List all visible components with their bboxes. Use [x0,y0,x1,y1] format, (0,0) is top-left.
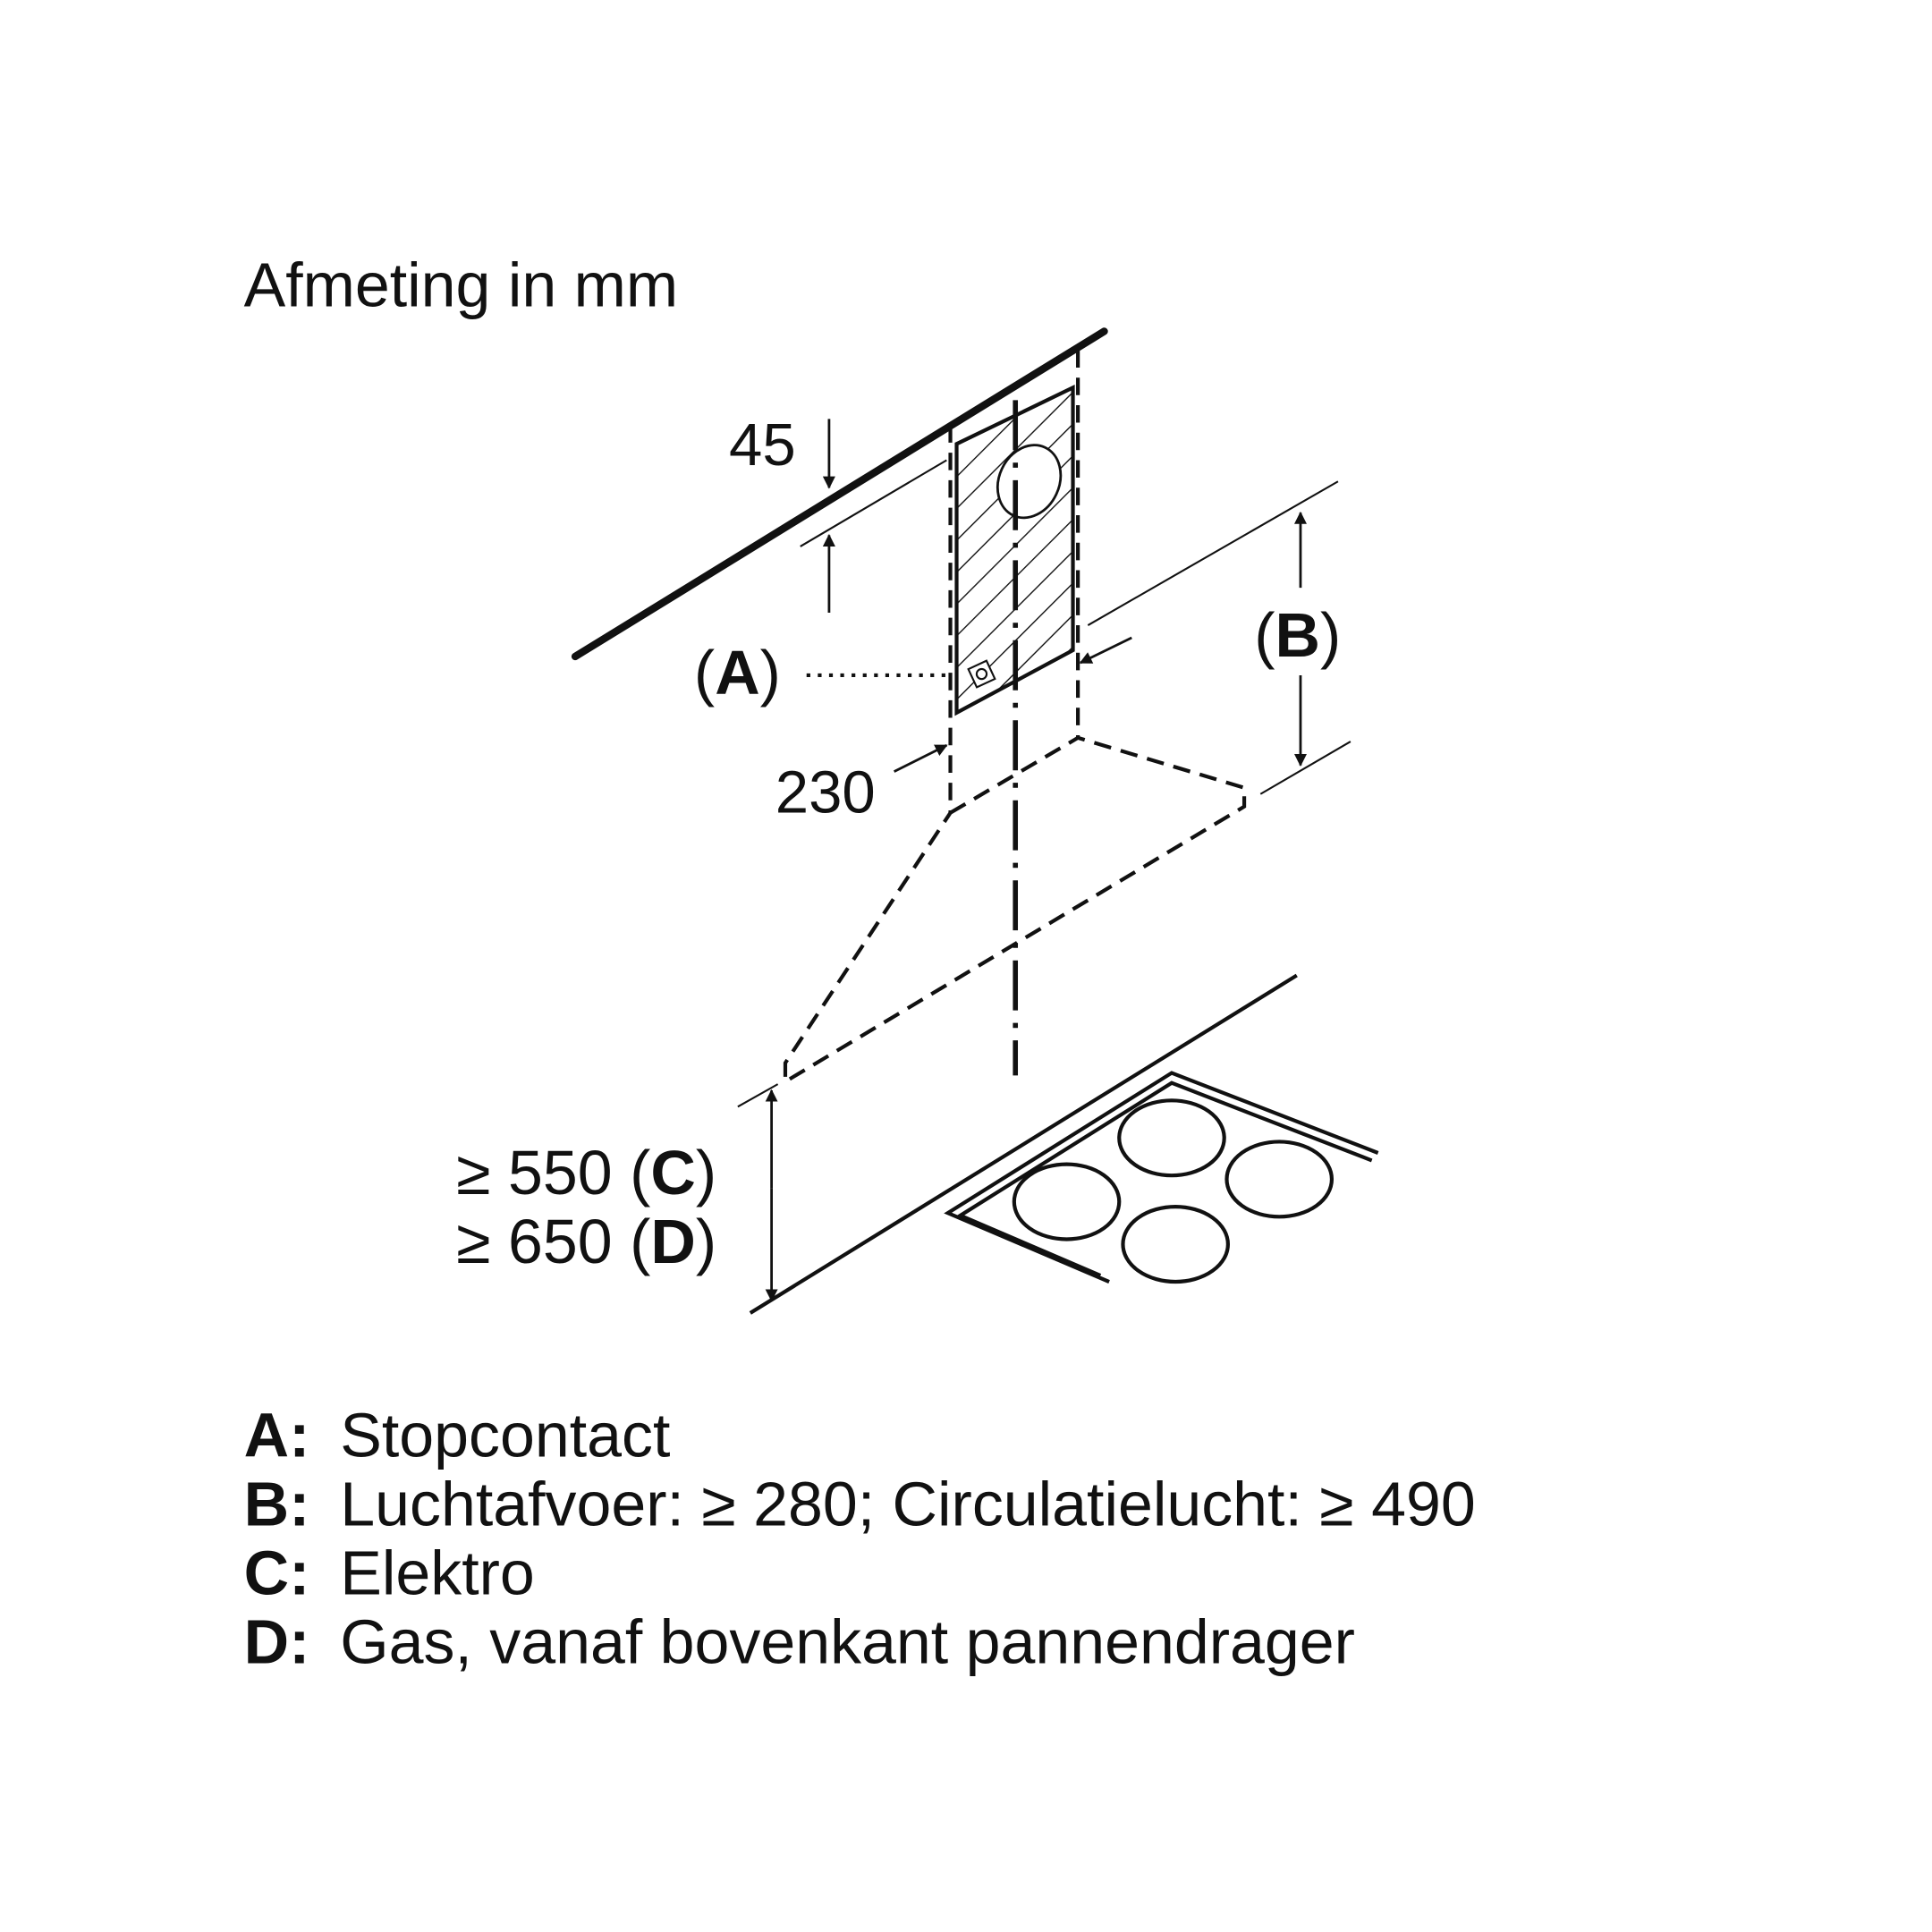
burner [1012,1162,1122,1241]
label-a: A [715,638,759,708]
b-callout: (B) [1254,600,1341,670]
hood-outline [783,735,1247,1086]
label-b: B [1275,600,1320,670]
depth-dimension-label: 45 [729,411,796,479]
legend-key: D: [244,1606,310,1676]
width-arrow-right [1079,636,1132,665]
socket-callout: (A) [694,638,781,708]
wall-line [571,327,1108,661]
label-c: C [650,1138,695,1208]
legend-key: B: [244,1470,310,1539]
burner [1117,1098,1226,1178]
label-d: D [650,1207,695,1276]
depth-extension-line [800,459,947,547]
min-height-gas: ≥ 650 (D) [456,1207,716,1276]
width-dimension-label: 230 [775,759,876,826]
width-arrow-left [893,743,948,773]
legend-text: Gas, vanaf bovenkant pannendrager [340,1606,1355,1676]
legend-key: C: [244,1538,310,1608]
b-extension-bottom [1259,741,1352,795]
b-extension-top [1087,480,1339,626]
legend-text: Elektro [340,1538,535,1608]
legend-key: A: [244,1401,310,1470]
counter-edge [749,973,1298,1315]
burner [1224,1140,1335,1219]
diagram-title: Afmeting in mm [244,250,678,320]
min-height-electric: ≥ 550 (C) [456,1138,716,1208]
legend-text: Stopcontact [340,1401,670,1470]
socket-icon [967,659,996,689]
legend: A: Stopcontact B: Luchtafvoer: ≥ 280; Ci… [244,1401,1476,1677]
burner [1121,1205,1230,1284]
legend-text: Luchtafvoer: ≥ 280; Circulatielucht: ≥ 4… [340,1470,1475,1539]
cd-extension-top [737,1083,779,1108]
cooktop [944,1071,1379,1284]
